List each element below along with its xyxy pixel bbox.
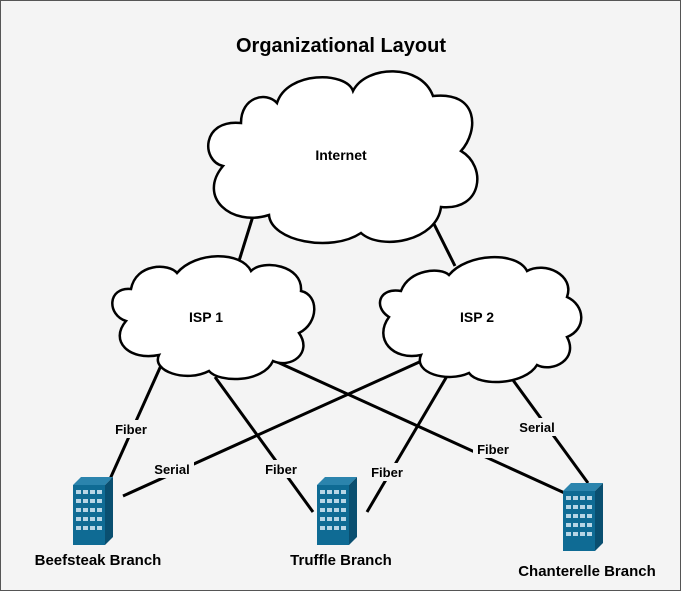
label-bg [112, 420, 151, 438]
link-label-isp1-truffle: Fiber [265, 462, 297, 477]
link-isp1-truffle [213, 376, 315, 513]
label-bg [367, 463, 407, 481]
internet-cloud-icon [207, 70, 479, 245]
label-bg [261, 460, 301, 478]
link-label-isp2-truffle: Fiber [371, 465, 403, 480]
link-isp1-chanterelle [274, 359, 570, 497]
beefsteak-building-icon [73, 477, 113, 545]
chanterelle-branch-label: Chanterelle Branch [518, 563, 656, 580]
label-bg [150, 460, 194, 478]
truffle-building-icon [317, 477, 357, 545]
truffle-branch-label: Truffle Branch [290, 552, 392, 569]
isp2-cloud-icon [378, 255, 583, 384]
label-bg [473, 440, 513, 458]
link-label-isp1-chanterelle: Fiber [477, 442, 509, 457]
label-bg [515, 418, 559, 436]
link-isp2-truffle [365, 370, 452, 513]
internet-label: Internet [315, 147, 367, 163]
link-label-isp1-beefsteak: Fiber [115, 422, 147, 437]
isp1-cloud-icon [111, 255, 316, 381]
link-label-isp2-beefsteak: Serial [154, 462, 189, 477]
isp2-label: ISP 2 [460, 309, 494, 325]
chanterelle-building-icon [563, 483, 603, 551]
link-label-isp2-chanterelle: Serial [519, 420, 554, 435]
beefsteak-branch-label: Beefsteak Branch [35, 552, 162, 569]
diagram-title: Organizational Layout [236, 35, 446, 57]
isp1-label: ISP 1 [189, 309, 223, 325]
link-internet-isp2 [431, 221, 457, 267]
